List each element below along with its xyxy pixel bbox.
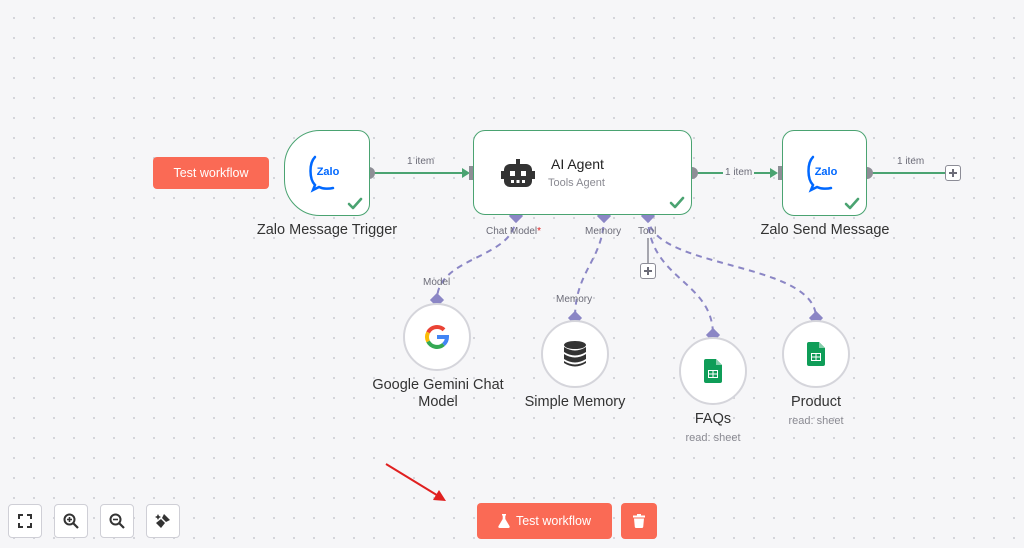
gemini-title: Google Gemini Chat Model xyxy=(358,377,518,411)
port-label-memory: Memory xyxy=(585,226,622,237)
port-label-chat-model: Chat Model* xyxy=(486,226,541,237)
product-subtitle: read: sheet xyxy=(788,415,844,427)
connection-count-label: 1 item xyxy=(897,156,925,167)
robot-icon xyxy=(501,159,535,187)
zalo-logo-text: Zalo xyxy=(814,166,837,178)
faqs-title: FAQs xyxy=(694,411,732,427)
success-check-icon xyxy=(844,197,860,210)
agent-title: AI Agent xyxy=(551,156,604,172)
arrow-icon xyxy=(770,168,778,178)
port-label-tool: Tool xyxy=(638,226,657,237)
delete-execution-button[interactable] xyxy=(621,503,657,539)
tidy-up-button[interactable] xyxy=(146,504,180,538)
node-google-gemini-chat-model[interactable] xyxy=(403,303,471,371)
google-sheets-icon xyxy=(807,342,825,366)
wire-tool-product xyxy=(647,215,817,319)
wire-tool-faqs xyxy=(647,215,714,336)
google-sheets-icon xyxy=(704,359,722,383)
add-node-button[interactable] xyxy=(945,165,961,181)
node-ai-agent[interactable]: AI Agent Tools Agent xyxy=(473,130,692,215)
zoom-in-button[interactable] xyxy=(54,504,88,538)
zalo-icon: Zalo xyxy=(309,155,340,193)
zoom-out-button[interactable] xyxy=(100,504,134,538)
node-zalo-send-message[interactable]: Zalo xyxy=(782,130,867,216)
test-workflow-label: Test workflow xyxy=(515,514,592,528)
zoom-out-icon xyxy=(109,513,125,529)
gemini-title-line2: Model xyxy=(418,394,458,410)
node-title: Zalo Send Message xyxy=(760,222,890,238)
database-icon xyxy=(564,341,586,367)
agent-input-handle xyxy=(469,166,474,180)
zalo-logo-text: Zalo xyxy=(317,166,340,178)
annotation-arrowhead xyxy=(433,490,446,501)
wire-memory xyxy=(574,215,605,319)
test-workflow-button-canvas[interactable]: Test workflow xyxy=(153,157,269,189)
gemini-title-line1: Google Gemini Chat xyxy=(372,377,504,393)
node-zalo-message-trigger[interactable]: Zalo xyxy=(284,130,370,216)
agent-subtitle: Tools Agent xyxy=(548,177,605,189)
zalo-icon: Zalo xyxy=(806,155,837,193)
send-input-handle xyxy=(778,166,783,180)
memory-title: Simple Memory xyxy=(524,394,626,410)
trash-icon xyxy=(633,514,645,528)
chat-model-label: Chat Model xyxy=(486,226,538,237)
wire-model xyxy=(436,215,517,301)
node-title: Zalo Message Trigger xyxy=(256,222,398,238)
success-check-icon xyxy=(347,197,363,210)
node-faqs[interactable] xyxy=(679,337,747,405)
faqs-subtitle: read: sheet xyxy=(685,432,741,444)
fit-view-button[interactable] xyxy=(8,504,42,538)
memory-input-label: Memory xyxy=(556,294,593,305)
google-icon xyxy=(425,324,450,349)
product-title: Product xyxy=(791,394,841,410)
test-workflow-button[interactable]: Test workflow xyxy=(477,503,612,539)
flask-icon xyxy=(498,514,510,528)
annotation-arrow xyxy=(385,463,441,498)
success-check-icon xyxy=(669,196,685,209)
connection-count-label: 1 item xyxy=(407,156,435,167)
required-asterisk: * xyxy=(537,226,542,237)
arrow-icon xyxy=(462,168,470,178)
add-tool-button[interactable] xyxy=(640,263,656,279)
connection-count-label: 1 item xyxy=(723,167,755,178)
fit-view-icon xyxy=(18,514,32,528)
node-simple-memory[interactable] xyxy=(541,320,609,388)
gemini-input-label: Model xyxy=(423,277,451,288)
test-workflow-label: Test workflow xyxy=(173,166,249,180)
zoom-in-icon xyxy=(63,513,79,529)
tidy-up-icon xyxy=(155,514,170,528)
node-product[interactable] xyxy=(782,320,850,388)
